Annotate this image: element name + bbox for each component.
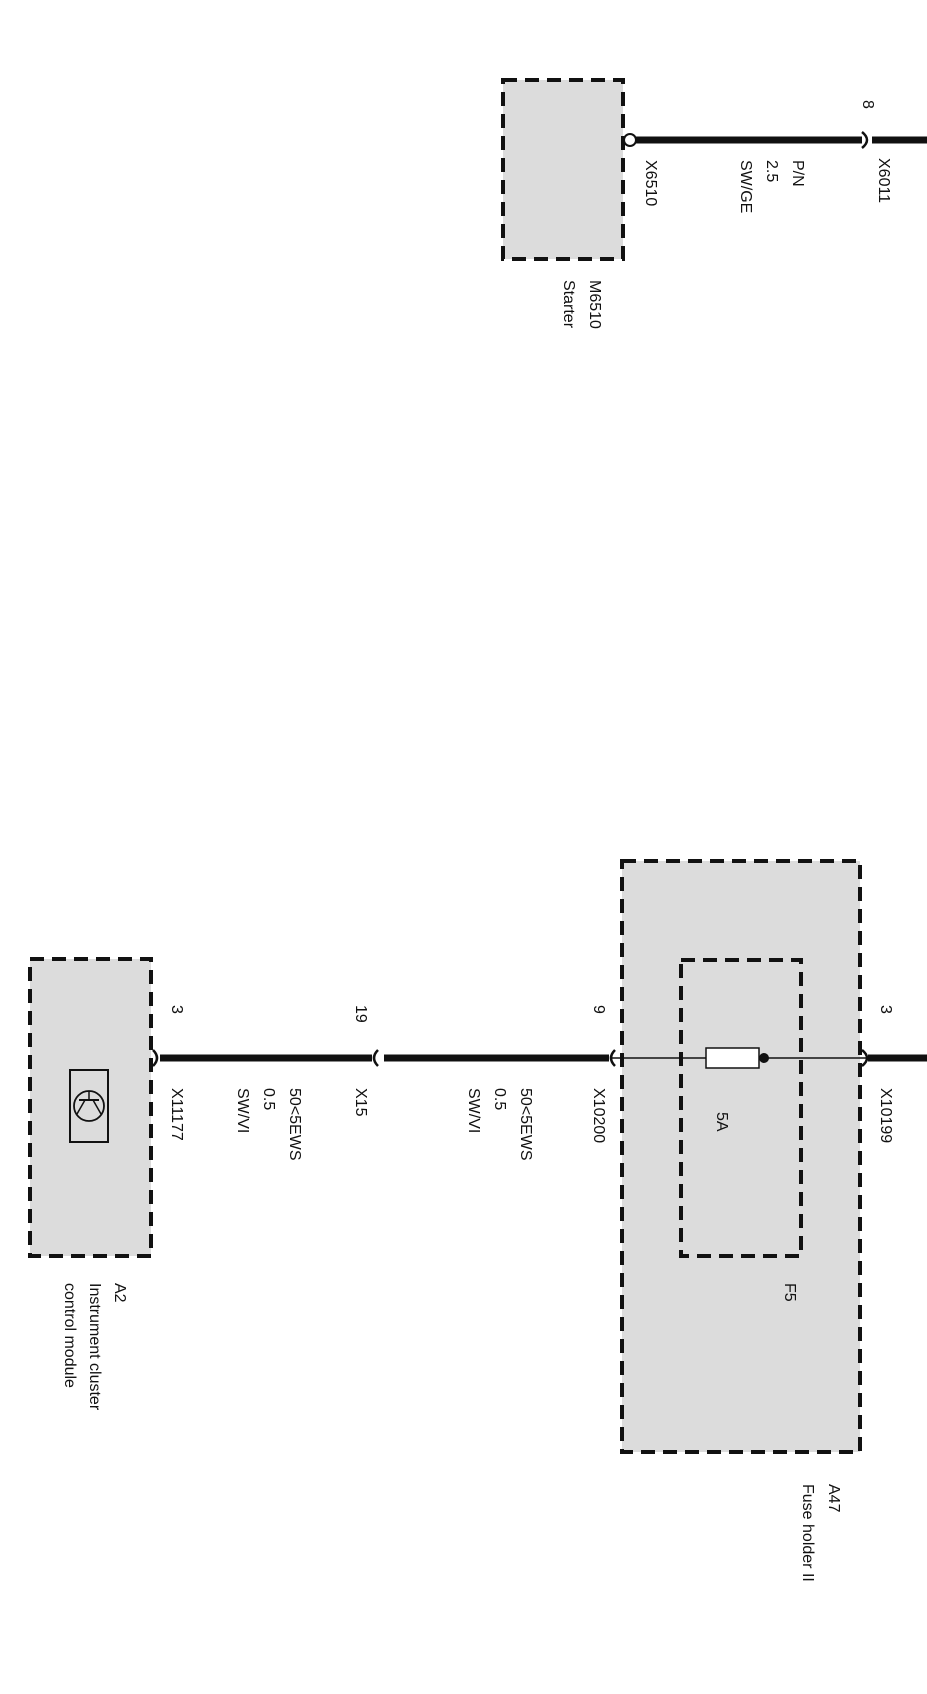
instrument-cluster-box[interactable] [28, 957, 153, 1258]
connector-x6011-pin: 8 [859, 100, 876, 109]
connector-x6510-label: X6510 [642, 160, 659, 207]
connector-x11177-pin: 3 [168, 1005, 185, 1014]
connector-x10199-symbol [861, 1049, 869, 1067]
starter-id: M6510 [586, 280, 603, 329]
connector-x10200-label: X10200 [590, 1088, 607, 1144]
wire-gauge: 2.5 [763, 160, 780, 183]
instrument-cluster-name-line1: Instrument cluster [86, 1283, 103, 1411]
fuse-holder-name: Fuse holder II [799, 1484, 816, 1582]
wire-x15-to-cluster-label: 50<5EWS 0.5 SW/VI [229, 1088, 307, 1160]
connector-x11177-symbol [152, 1049, 159, 1067]
wire-fuse-to-x15-label: 50<5EWS 0.5 SW/VI [460, 1088, 538, 1160]
connector-x10200-pin: 9 [590, 1005, 607, 1014]
wire-signal: 50<5EWS [517, 1088, 534, 1161]
instrument-cluster-label: A2 Instrument cluster control module [57, 1283, 132, 1410]
connector-x11177-label: X11177 [168, 1088, 185, 1141]
starter-name: Starter [560, 280, 577, 329]
fuse-holder-box[interactable] [620, 859, 862, 1454]
wire-signal: 50<5EWS [286, 1088, 303, 1161]
connector-x6011-symbol [861, 131, 869, 149]
fuse-terminal-dot [759, 1053, 769, 1063]
wire-gauge: 0.5 [491, 1088, 508, 1111]
connector-x10199-pin: 3 [877, 1005, 894, 1014]
instrument-cluster-name-line2: control module [61, 1283, 78, 1388]
starter-wire-label: P/N 2.5 SW/GE [732, 160, 810, 213]
instrument-cluster-id: A2 [111, 1283, 128, 1303]
fuse-rating: 5A [713, 1112, 730, 1132]
starter-label: M6510 Starter [555, 280, 607, 329]
wire-signal: P/N [789, 160, 806, 187]
fuse-id: F5 [781, 1283, 798, 1302]
fuse-f5-box[interactable] [679, 958, 803, 1258]
fuse-holder-label: A47 Fuse holder II [794, 1484, 846, 1582]
wire-color: SW/VI [465, 1088, 482, 1134]
wire-color: SW/VI [234, 1088, 251, 1134]
connector-x6011-label: X6011 [875, 158, 892, 204]
connector-x15-pin: 19 [352, 1005, 369, 1023]
connector-x15-symbol [372, 1049, 379, 1067]
starter-component-box[interactable] [501, 78, 625, 261]
transistor-icon [69, 1069, 109, 1143]
wire-color: SW/GE [737, 160, 754, 214]
starter-terminal [623, 133, 637, 147]
fuse-holder-id: A47 [825, 1484, 842, 1513]
connector-x10199-label: X10199 [877, 1088, 894, 1144]
wire-gauge: 0.5 [260, 1088, 277, 1111]
connector-x10200-symbol [609, 1049, 616, 1067]
fuse-icon [705, 1047, 760, 1069]
connector-x15-label: X15 [352, 1088, 369, 1117]
